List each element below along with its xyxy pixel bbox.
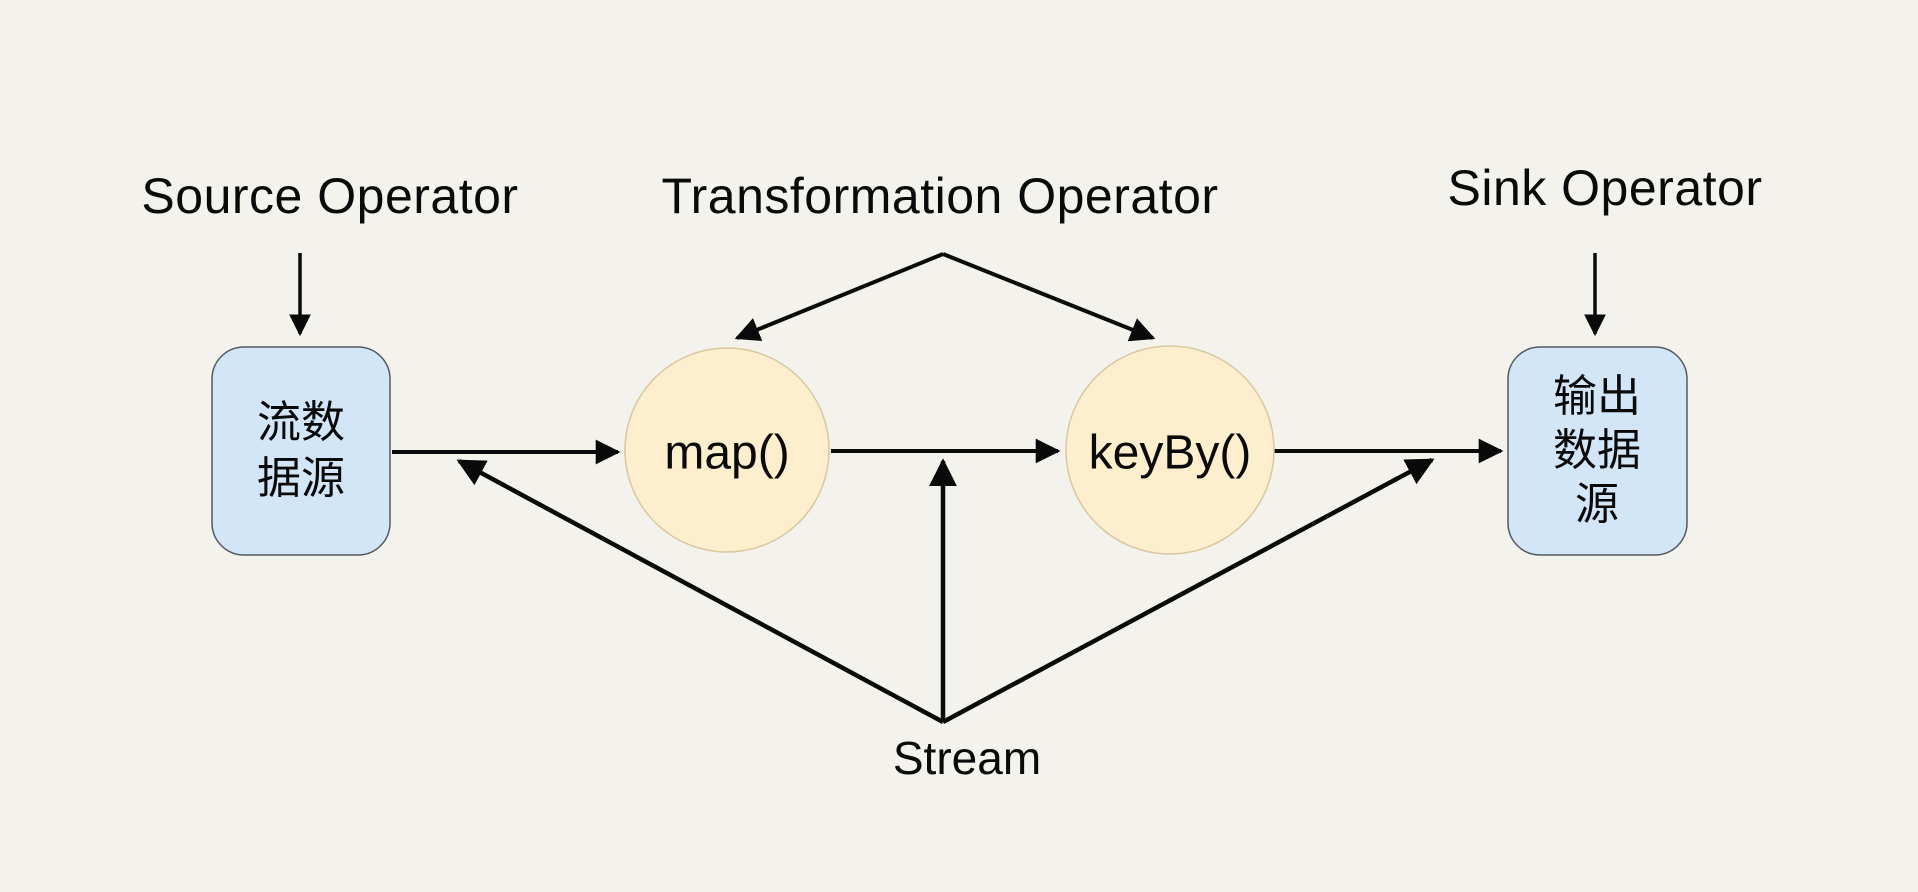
sink-node-box	[1507, 346, 1688, 556]
source-node-label-line2: 据源	[257, 454, 345, 503]
source-node-label: 流数 据源	[257, 395, 345, 507]
map-node-label: map()	[664, 426, 790, 480]
source-node-label-line1: 流数	[257, 398, 345, 447]
source-operator-label: Source Operator	[141, 168, 519, 224]
arrow-transformation-to-map	[734, 252, 944, 342]
transformation-operator-label: Transformation Operator	[661, 168, 1219, 224]
arrow-stream-to-sink-edge	[941, 458, 1435, 724]
sink-operator-label: Sink Operator	[1447, 160, 1763, 216]
arrow-transformation-to-keyby	[942, 252, 1156, 342]
sink-node-label-line1: 输出	[1553, 372, 1641, 421]
sink-node-label-line3: 源	[1575, 480, 1619, 529]
keyby-node-circle	[1065, 345, 1275, 555]
stream-label: Stream	[892, 732, 1042, 784]
arrow-stream-to-source-edge	[456, 459, 945, 724]
sink-node-label-line2: 数据	[1553, 426, 1641, 475]
keyby-node-label: keyBy()	[1088, 426, 1252, 480]
sink-node-label: 输出 数据 源	[1553, 370, 1641, 532]
source-node-box	[211, 346, 391, 556]
map-node-circle	[624, 347, 830, 553]
